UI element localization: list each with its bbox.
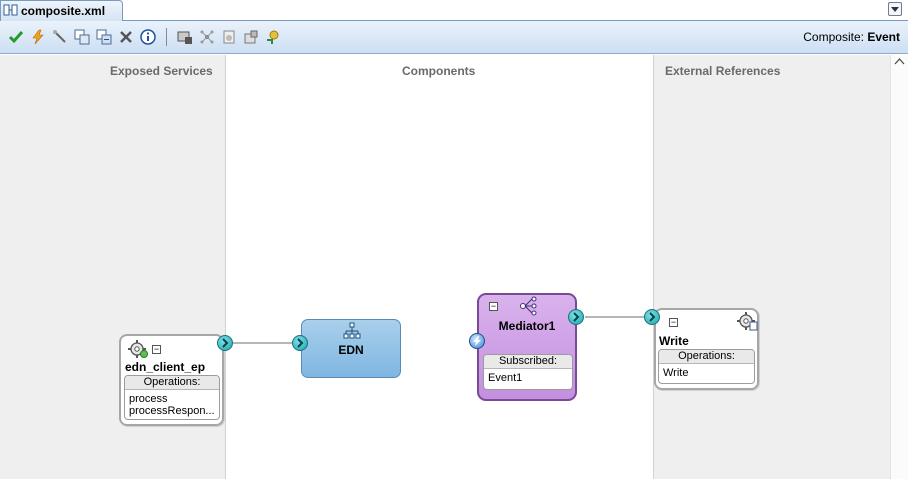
chevron-right-icon bbox=[573, 312, 580, 322]
run-button[interactable] bbox=[28, 27, 48, 47]
service-name: edn_client_ep bbox=[125, 360, 206, 374]
toolbar-separator bbox=[166, 28, 167, 46]
info-button[interactable] bbox=[138, 27, 158, 47]
mediator-component[interactable]: − Mediator1 Subscribed: Event1 bbox=[477, 293, 577, 401]
collapse-toggle-mediator[interactable]: − bbox=[489, 301, 498, 311]
composite-toolbar: Composite: Event bbox=[0, 21, 908, 54]
reference-operations-panel: Operations: Write bbox=[658, 349, 755, 384]
remove-component-icon bbox=[96, 29, 112, 45]
chevron-right-icon bbox=[649, 312, 656, 322]
composite-canvas[interactable]: Exposed Services Components External Ref… bbox=[0, 55, 908, 479]
operation-item[interactable]: process bbox=[129, 393, 168, 405]
deploy-icon bbox=[244, 30, 258, 44]
event-subscription-port[interactable] bbox=[469, 333, 485, 349]
lightning-icon bbox=[32, 29, 44, 45]
reference-name: Write bbox=[659, 334, 689, 348]
hierarchy-icon bbox=[343, 322, 361, 343]
remove-component-button[interactable] bbox=[94, 27, 114, 47]
vertical-scrollbar[interactable] bbox=[890, 55, 908, 479]
lightning-icon bbox=[473, 336, 481, 346]
checkmark-icon bbox=[8, 31, 24, 44]
editor-tab-strip: composite.xml bbox=[0, 0, 908, 21]
operations-header: Operations: bbox=[659, 350, 754, 364]
service-operations-panel: Operations: process processRespon... bbox=[124, 375, 220, 420]
tab-label: composite.xml bbox=[21, 4, 106, 18]
subscribed-events-panel: Subscribed: Event1 bbox=[483, 354, 573, 390]
operation-item[interactable]: Write bbox=[663, 367, 689, 379]
network-icon bbox=[200, 30, 214, 44]
collapse-toggle-reference[interactable]: − bbox=[669, 317, 678, 327]
add-component-icon bbox=[74, 29, 90, 45]
reference-input-port[interactable] bbox=[644, 309, 660, 325]
network-button[interactable] bbox=[197, 27, 217, 47]
subscribed-event-item[interactable]: Event1 bbox=[488, 372, 523, 384]
collapse-toggle-service[interactable]: − bbox=[152, 344, 161, 354]
service-output-port[interactable] bbox=[217, 335, 233, 351]
wires-layer bbox=[233, 316, 645, 344]
composite-label: Composite: bbox=[803, 30, 864, 44]
add-component-button[interactable] bbox=[72, 27, 92, 47]
components-lane: Components bbox=[226, 55, 653, 479]
database-icon bbox=[177, 31, 192, 44]
mediator-label: Mediator1 bbox=[498, 319, 556, 333]
operations-header: Operations: bbox=[125, 376, 219, 390]
chevron-right-icon bbox=[222, 338, 229, 348]
deploy-button[interactable] bbox=[241, 27, 261, 47]
edn-label: EDN bbox=[338, 343, 364, 357]
edn-input-port[interactable] bbox=[292, 335, 308, 351]
database-button[interactable] bbox=[175, 27, 195, 47]
chevron-right-icon bbox=[297, 338, 304, 348]
external-references-lane: External References bbox=[653, 55, 890, 479]
test-button[interactable] bbox=[263, 27, 283, 47]
delete-button[interactable] bbox=[116, 27, 136, 47]
tab-list-dropdown-button[interactable] bbox=[888, 2, 902, 16]
validate-button[interactable] bbox=[6, 27, 26, 47]
close-icon bbox=[120, 31, 132, 43]
wire-icon bbox=[53, 30, 66, 43]
chevron-down-icon bbox=[891, 6, 899, 12]
document-icon bbox=[223, 30, 235, 44]
wire-button[interactable] bbox=[50, 27, 70, 47]
external-references-title: External References bbox=[665, 64, 781, 78]
composite-file-icon bbox=[3, 3, 19, 20]
service-edn-client-ep[interactable]: − edn_client_ep Operations: process proc… bbox=[119, 334, 224, 426]
tab-composite-xml[interactable]: composite.xml bbox=[0, 0, 123, 21]
document-button[interactable] bbox=[219, 27, 239, 47]
operation-item[interactable]: processRespon... bbox=[129, 405, 215, 417]
mediator-output-port[interactable] bbox=[568, 309, 584, 325]
composite-name: Event bbox=[867, 30, 900, 44]
info-icon bbox=[140, 29, 156, 45]
mediator-routing-icon bbox=[519, 296, 539, 319]
subscribed-header: Subscribed: bbox=[484, 355, 572, 369]
gear-reference-icon bbox=[736, 311, 758, 334]
exposed-services-title: Exposed Services bbox=[110, 64, 213, 78]
test-icon bbox=[267, 30, 279, 44]
edn-component[interactable]: EDN bbox=[301, 319, 401, 378]
gear-service-icon bbox=[127, 339, 149, 362]
components-title: Components bbox=[402, 64, 476, 78]
composite-name-display: Composite: Event bbox=[803, 30, 900, 44]
chevron-up-icon[interactable] bbox=[894, 57, 905, 66]
reference-write[interactable]: − Write Operations: Write bbox=[654, 308, 759, 390]
